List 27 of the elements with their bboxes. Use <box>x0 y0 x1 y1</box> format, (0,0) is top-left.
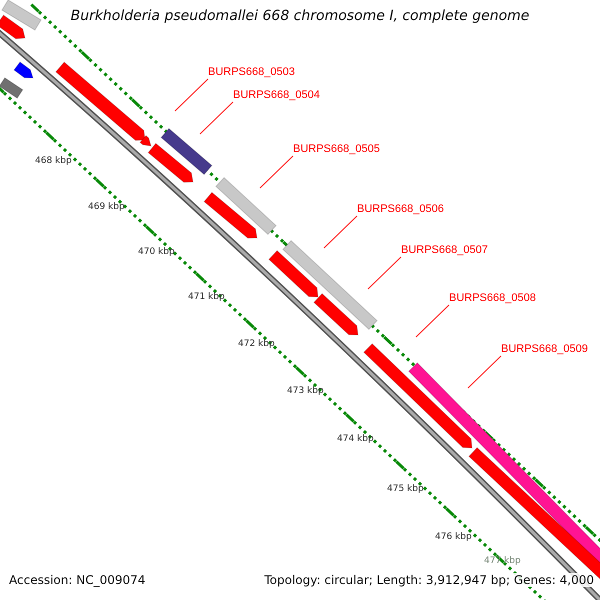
tick-label: 474 kbp <box>337 434 374 444</box>
tick-label: 472 kbp <box>238 339 275 349</box>
gene-label: BURPS668_0506 <box>357 203 444 215</box>
leader-line <box>200 102 234 134</box>
leader-line <box>260 156 294 188</box>
tick-label: 477 kbp <box>484 556 521 566</box>
tick-label: 471 kbp <box>188 292 225 302</box>
gene-label: BURPS668_0505 <box>293 143 380 155</box>
leader-line <box>174 78 208 112</box>
leader-line <box>324 216 358 248</box>
gene-label: BURPS668_0509 <box>501 343 588 355</box>
gene-label: BURPS668_0504 <box>233 89 320 101</box>
tick-label: 476 kbp <box>435 532 472 542</box>
tick-label: 473 kbp <box>287 386 324 396</box>
title: Burkholderia pseudomallei 668 chromosome I, complete genome <box>70 8 530 24</box>
tick-label: 468 kbp <box>35 156 72 166</box>
tick-label: 475 kbp <box>387 484 424 494</box>
accession-text: Accession: NC_009074 <box>9 573 146 587</box>
gene-label: BURPS668_0508 <box>449 292 536 304</box>
leader-line <box>368 256 402 290</box>
tick-label: 469 kbp <box>88 202 125 212</box>
gene-label: BURPS668_0507 <box>401 244 488 256</box>
gene-label: BURPS668_0503 <box>208 66 295 78</box>
leader-line <box>468 356 502 388</box>
genome-info-text: Topology: circular; Length: 3,912,947 bp; Genes: 4,000 <box>264 573 594 587</box>
tick-label: 470 kbp <box>138 247 175 257</box>
leader-line <box>416 304 450 338</box>
